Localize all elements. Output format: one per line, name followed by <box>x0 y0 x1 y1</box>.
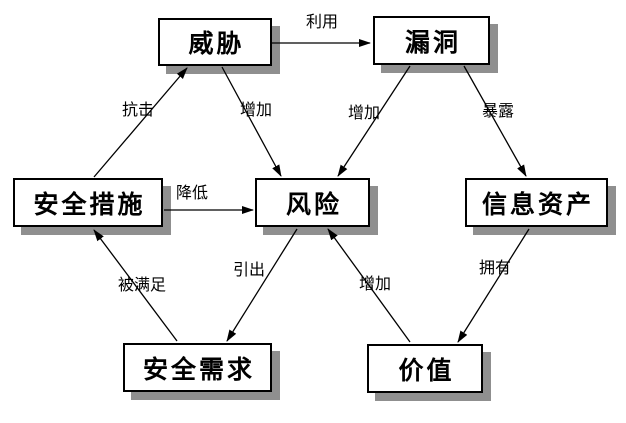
node-risk: 风险 <box>255 178 370 227</box>
edge-label-exploit: 利用 <box>306 12 339 31</box>
edge-label-lead-to: 引出 <box>233 260 266 279</box>
edge-label-increase-by-vulnerability: 增加 <box>348 103 381 122</box>
edge-label-resist: 抗击 <box>122 100 155 119</box>
edge-label-increase-by-value: 增加 <box>359 274 392 293</box>
node-security-measures: 安全措施 <box>13 178 163 227</box>
edge-label-reduce: 降低 <box>176 183 209 202</box>
edge-label-be-satisfied: 被满足 <box>118 275 167 294</box>
edge-label-increase-by-threat: 增加 <box>240 100 273 119</box>
node-vulnerability: 漏洞 <box>373 16 490 65</box>
node-information-assets: 信息资产 <box>465 178 608 227</box>
edge-label-expose: 暴露 <box>482 101 515 120</box>
node-security-requirements: 安全需求 <box>123 343 272 392</box>
edge-label-own: 拥有 <box>479 258 512 277</box>
node-value: 价值 <box>367 344 483 393</box>
node-threat: 威胁 <box>158 18 272 66</box>
